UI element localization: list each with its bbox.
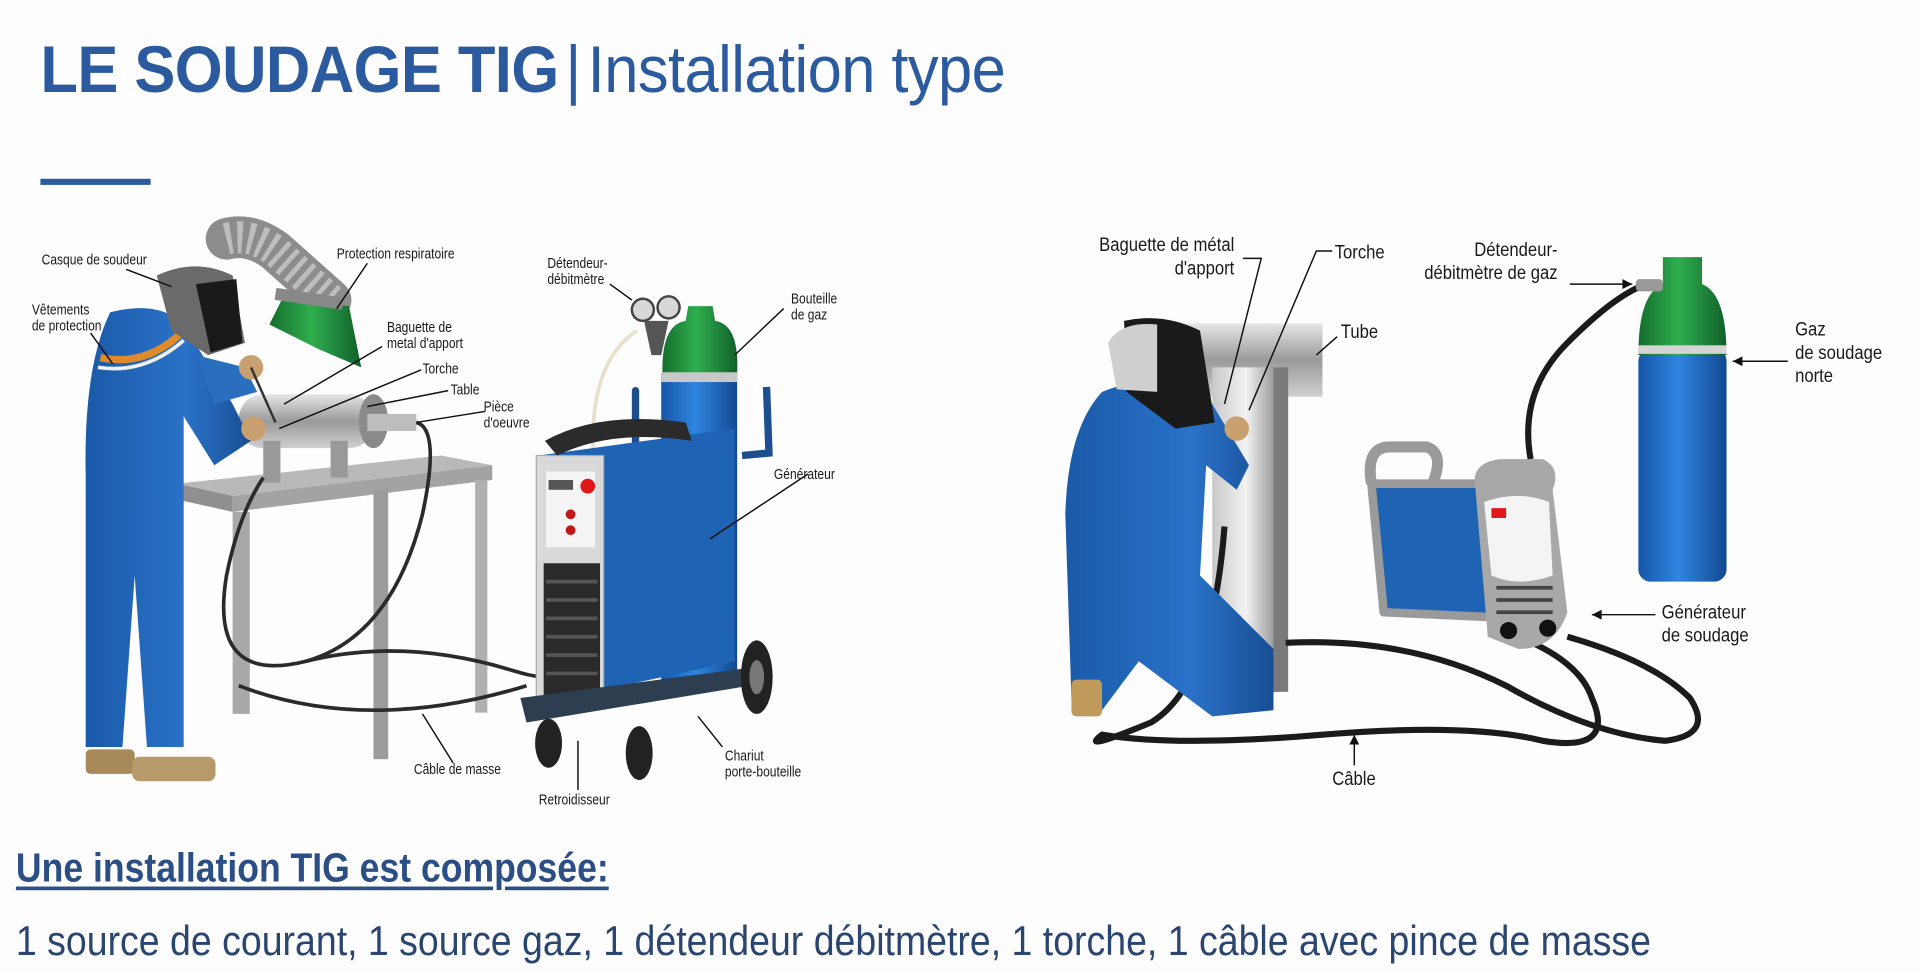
- label-cable: Câble: [1332, 768, 1376, 790]
- label-piece-2: d'oeuvre: [483, 413, 530, 432]
- title-main: LE SOUDAGE TIG: [40, 33, 559, 107]
- label-chariot-1: Chariut: [724, 746, 764, 765]
- label-cable-masse: Câble de masse: [413, 760, 501, 778]
- workpiece-icon: [238, 394, 417, 483]
- label-detendeur-gaz-2: débitmètre de gaz: [1424, 263, 1558, 285]
- label-chariot-2: porte-bouteille: [724, 762, 802, 781]
- label-casque-soudeur: Casque de soudeur: [41, 251, 147, 269]
- label-torche-left: Torche: [422, 360, 459, 378]
- label-vetements-2: de protection: [31, 317, 102, 335]
- label-generateur-soudage-1: Générateur: [1661, 602, 1746, 624]
- welding-generator-icon: [1364, 441, 1568, 649]
- label-piece-1: Pièce: [483, 397, 514, 416]
- right-leader-lines: [1223, 250, 1788, 766]
- label-baguette-2: metal d'apport: [386, 334, 463, 352]
- label-bouteille-2: de gaz: [791, 306, 828, 324]
- gas-cylinder-icon: [1635, 257, 1727, 582]
- fume-extractor-icon: [205, 216, 362, 368]
- kneeling-welder-icon: [1065, 318, 1274, 717]
- left-leader-lines: [90, 262, 809, 790]
- title-subtitle: Installation type: [587, 33, 1006, 107]
- label-generateur-left: Générateur: [773, 465, 835, 483]
- label-vetements-1: Vêtements: [31, 301, 90, 319]
- generator-cart-icon: [520, 295, 773, 781]
- label-table: Table: [450, 380, 480, 398]
- label-torche-right: Torche: [1334, 242, 1385, 264]
- label-gaz-3: norte: [1795, 366, 1834, 387]
- label-retroidisseur: Retroidisseur: [538, 791, 610, 809]
- label-baguette-1: Baguette de: [386, 318, 452, 336]
- label-baguette-metal-1: Baguette de métal: [1099, 235, 1235, 256]
- title-accent-bar: [40, 178, 151, 185]
- label-generateur-soudage-2: de soudage: [1661, 625, 1749, 647]
- arrowheads: [1349, 279, 1743, 745]
- label-gaz-1: Gaz: [1795, 319, 1826, 341]
- label-gaz-2: de soudage: [1795, 342, 1883, 364]
- welder-figure-icon: [85, 266, 277, 782]
- label-protection-respiratoire: Protection respiratoire: [336, 244, 455, 263]
- label-detendeur-2: débitmètre: [547, 270, 605, 288]
- label-detendeur-1: Détendeur-: [547, 254, 608, 272]
- label-detendeur-gaz-1: Détendeur-: [1474, 240, 1558, 261]
- label-bouteille-1: Bouteille: [791, 290, 838, 308]
- page-title: LE SOUDAGE TIG|Installation type: [40, 32, 1005, 108]
- summary-heading: Une installation TIG est composée:: [15, 844, 609, 891]
- title-separator: |: [565, 33, 581, 107]
- summary-body: 1 source de courant, 1 source gaz, 1 dét…: [15, 918, 1651, 965]
- label-tube: Tube: [1340, 322, 1379, 343]
- label-baguette-metal-2: d'apport: [1174, 258, 1235, 280]
